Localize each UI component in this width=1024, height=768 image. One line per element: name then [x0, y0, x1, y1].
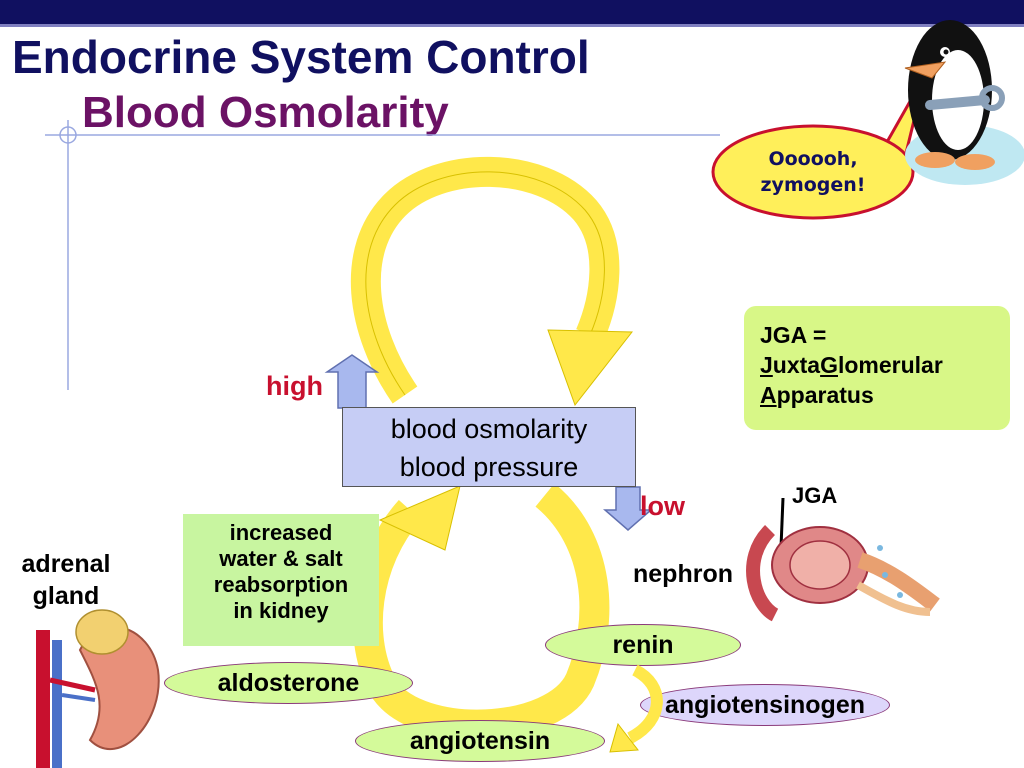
- slide-subtitle: Blood Osmolarity: [82, 88, 449, 137]
- blood-osmolarity-box: blood osmolarity blood pressure: [342, 407, 636, 487]
- aldosterone-oval: aldosterone: [164, 662, 413, 704]
- upper-loop-outline: [365, 171, 605, 396]
- lower-loop-arrowhead: [378, 485, 461, 551]
- speech-bubble: [711, 124, 915, 220]
- jga-definition-line-3: Apparatus: [760, 380, 1010, 410]
- blood-osmolarity-label: blood osmolarity: [390, 414, 588, 444]
- nephron-illustration: [746, 525, 940, 622]
- slide-title: Endocrine System Control: [12, 31, 590, 83]
- jga-definition-line-1: JGA =: [760, 322, 827, 348]
- reabsorption-box: increased water & salt reabsorption in k…: [183, 514, 379, 646]
- down-arrow-icon: [602, 486, 654, 531]
- title-bar: [0, 0, 1024, 24]
- upper-loop-arrowhead: [547, 329, 634, 407]
- jga-g-letter: G: [820, 352, 838, 378]
- jga-definition-line-2: JuxtaGlomerular: [760, 350, 1010, 380]
- adrenal-label-line-1: adrenal: [21, 550, 111, 578]
- guide-circle: [59, 126, 77, 144]
- reabsorption-line-2: water & salt: [219, 546, 343, 571]
- adrenal-label-line-2: gland: [32, 582, 100, 610]
- conversion-arrow-icon: [609, 664, 663, 753]
- reabsorption-line-3: reabsorption: [213, 572, 349, 597]
- jga-definition-box: JGA = JuxtaGlomerular Apparatus: [744, 306, 1010, 430]
- bubble-line-2: zymogen!: [760, 174, 866, 196]
- reabsorption-line-1: increased: [229, 520, 333, 545]
- jga-a-letter: A: [760, 382, 777, 408]
- reabsorption-line-4: in kidney: [233, 598, 329, 623]
- jga-j-letter: J: [760, 352, 773, 378]
- low-label: low: [640, 491, 685, 521]
- bubble-line-1: Oooooh,: [768, 148, 858, 170]
- angiotensinogen-oval: angiotensinogen: [640, 684, 890, 726]
- jga-lomerular: lomerular: [837, 352, 943, 378]
- blood-pressure-label: blood pressure: [399, 452, 579, 482]
- angiotensin-oval: angiotensin: [355, 720, 605, 762]
- adrenal-gland-label: adrenal gland: [10, 548, 122, 612]
- adrenal-kidney-illustration: [36, 609, 160, 768]
- high-label: high: [266, 371, 323, 401]
- nephron-label: nephron: [633, 560, 733, 588]
- renin-oval: renin: [545, 624, 741, 666]
- jga-pparatus: pparatus: [776, 382, 874, 408]
- speech-bubble-text: Oooooh, zymogen!: [738, 146, 888, 198]
- penguin-mascot-icon: [904, 20, 1024, 185]
- jga-uxta: uxta: [772, 352, 821, 378]
- title-bar-stripe: [0, 24, 1024, 27]
- jga-pointer-label: JGA: [792, 483, 838, 508]
- up-arrow-icon: [324, 354, 380, 409]
